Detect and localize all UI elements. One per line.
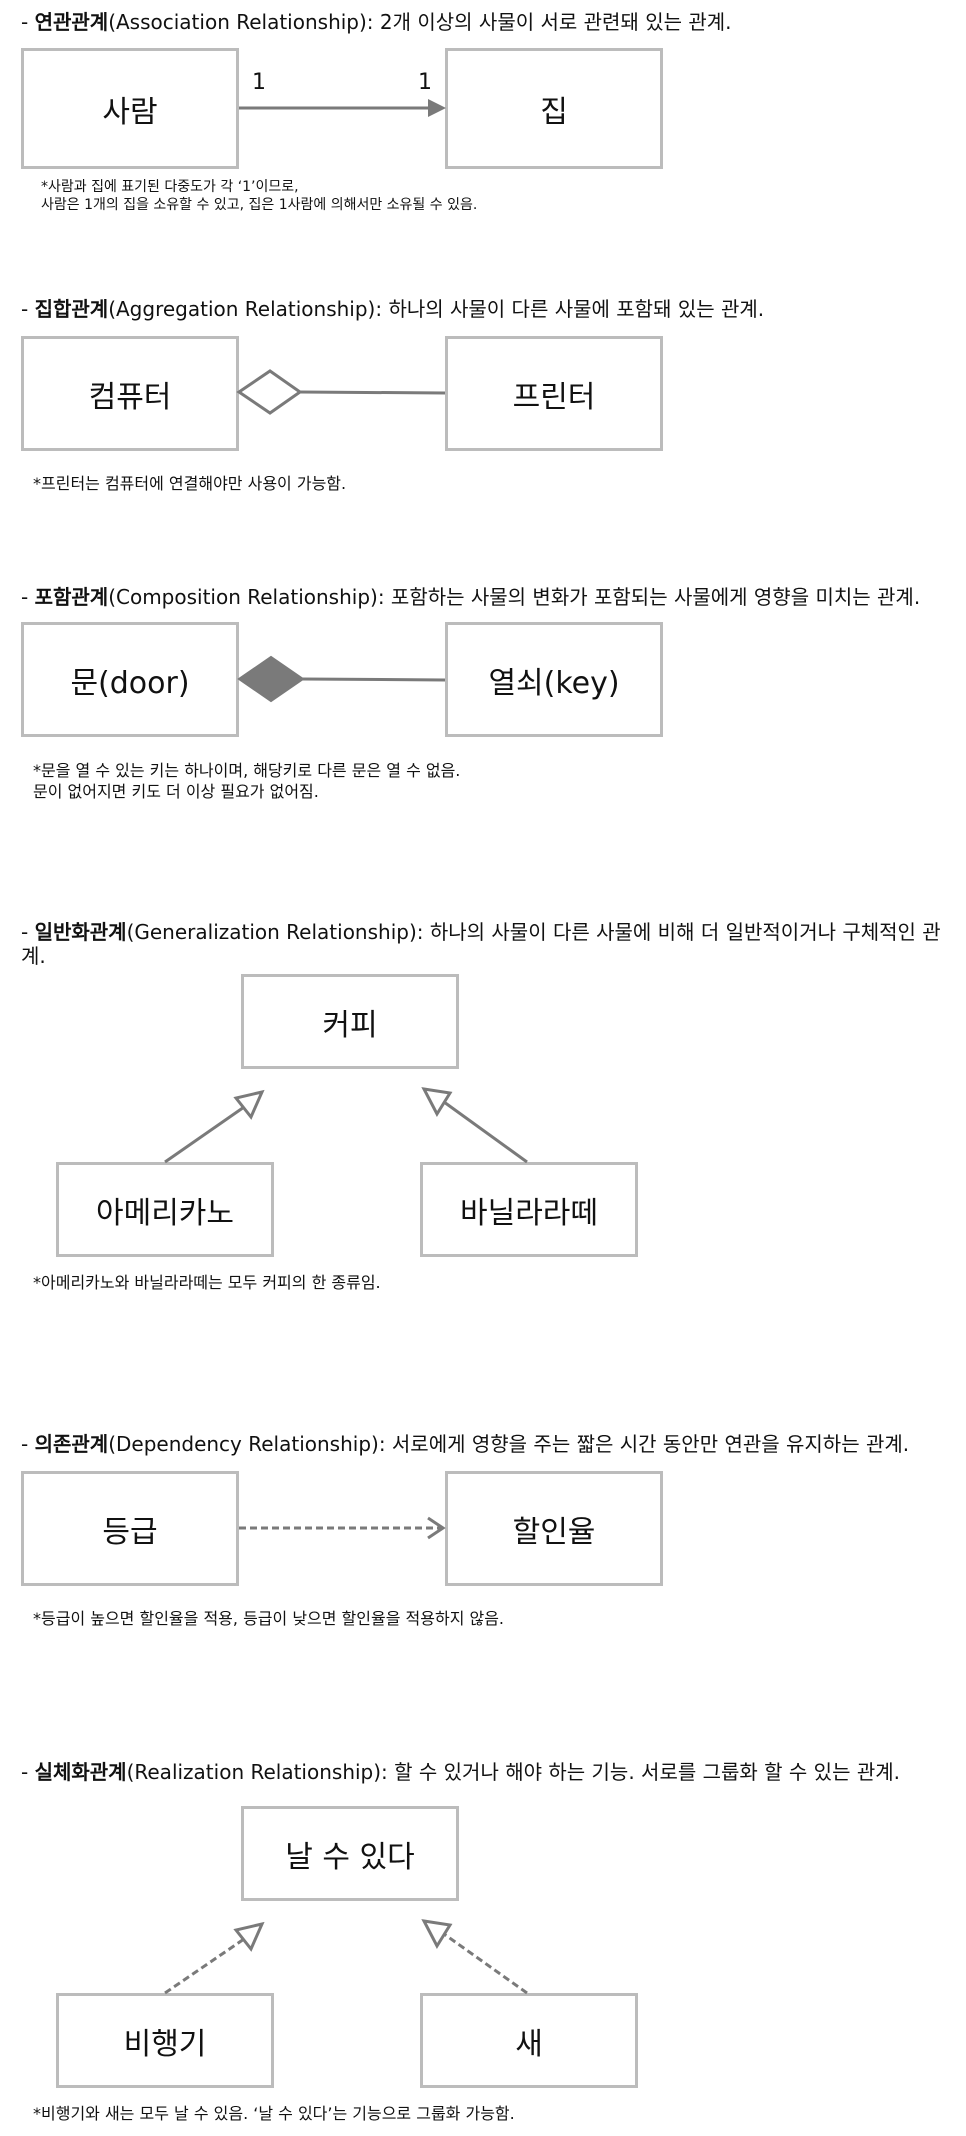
composition-heading: - 포함관계(Composition Relationship): 포함하는 사… bbox=[21, 585, 921, 609]
aggregation-line bbox=[236, 369, 446, 415]
box-discount-rate: 할인율 bbox=[445, 1471, 663, 1586]
hollow-triangle-icon bbox=[233, 1089, 265, 1120]
hollow-diamond-icon bbox=[236, 369, 303, 415]
dependency-heading: - 의존관계(Dependency Relationship): 서로에게 영향… bbox=[21, 1432, 910, 1456]
dependency-arrow bbox=[239, 1516, 446, 1540]
box-americano: 아메리카노 bbox=[56, 1162, 274, 1257]
open-arrowhead-icon bbox=[427, 1516, 446, 1540]
realization-note: *비행기와 새는 모두 날 수 있음. ‘날 수 있다’는 기능으로 그룹화 가… bbox=[33, 2104, 515, 2123]
box-computer: 컴퓨터 bbox=[21, 336, 239, 451]
association-name: 연관관계 bbox=[34, 10, 109, 34]
aggregation-heading: - 집합관계(Aggregation Relationship): 하나의 사물… bbox=[21, 297, 765, 321]
box-airplane: 비행기 bbox=[56, 1993, 274, 2088]
generalization-note: *아메리카노와 바닐라라떼는 모두 커피의 한 종류임. bbox=[33, 1273, 381, 1292]
association-note: *사람과 집에 표기된 다중도가 각 ‘1’이므로, 사람은 1개의 집을 소유… bbox=[41, 179, 478, 213]
composition-note: *문을 열 수 있는 키는 하나이며, 해당키로 다른 문은 열 수 없음. 문… bbox=[33, 761, 461, 801]
aggregation-name: 집합관계 bbox=[34, 297, 109, 321]
generalization-heading: - 일반화관계(Generalization Relationship): 하나… bbox=[21, 920, 941, 968]
box-can-fly: 날 수 있다 bbox=[241, 1806, 459, 1901]
generalization-arrows bbox=[164, 1087, 528, 1164]
hollow-triangle-icon bbox=[233, 1921, 265, 1952]
realization-name: 실체화관계 bbox=[34, 1760, 127, 1784]
multiplicity-right: 1 bbox=[418, 70, 432, 95]
multiplicity-left: 1 bbox=[252, 70, 266, 95]
box-key: 열쇠(key) bbox=[445, 622, 663, 737]
filled-diamond-icon bbox=[237, 655, 305, 703]
box-house: 집 bbox=[445, 48, 663, 169]
box-door: 문(door) bbox=[21, 622, 239, 737]
box-grade: 등급 bbox=[21, 1471, 239, 1586]
box-printer: 프린터 bbox=[445, 336, 663, 451]
association-arrow bbox=[239, 99, 446, 117]
box-person: 사람 bbox=[21, 48, 239, 169]
aggregation-note: *프린터는 컴퓨터에 연결해야만 사용이 가능함. bbox=[33, 474, 347, 493]
dependency-note: *등급이 높으면 할인율을 적용, 등급이 낮으면 할인율을 적용하지 않음. bbox=[33, 1609, 505, 1628]
dependency-name: 의존관계 bbox=[34, 1432, 109, 1456]
box-coffee: 커피 bbox=[241, 974, 459, 1069]
realization-heading: - 실체화관계(Realization Relationship): 할 수 있… bbox=[21, 1760, 900, 1784]
composition-line bbox=[237, 655, 446, 703]
box-bird: 새 bbox=[420, 1993, 638, 2088]
generalization-name: 일반화관계 bbox=[34, 920, 127, 944]
composition-name: 포함관계 bbox=[34, 585, 109, 609]
association-heading: - 연관관계(Association Relationship): 2개 이상의… bbox=[21, 10, 732, 34]
box-vanilla-latte: 바닐라라떼 bbox=[420, 1162, 638, 1257]
hollow-triangle-icon bbox=[421, 1087, 453, 1118]
hollow-triangle-icon bbox=[421, 1919, 453, 1950]
